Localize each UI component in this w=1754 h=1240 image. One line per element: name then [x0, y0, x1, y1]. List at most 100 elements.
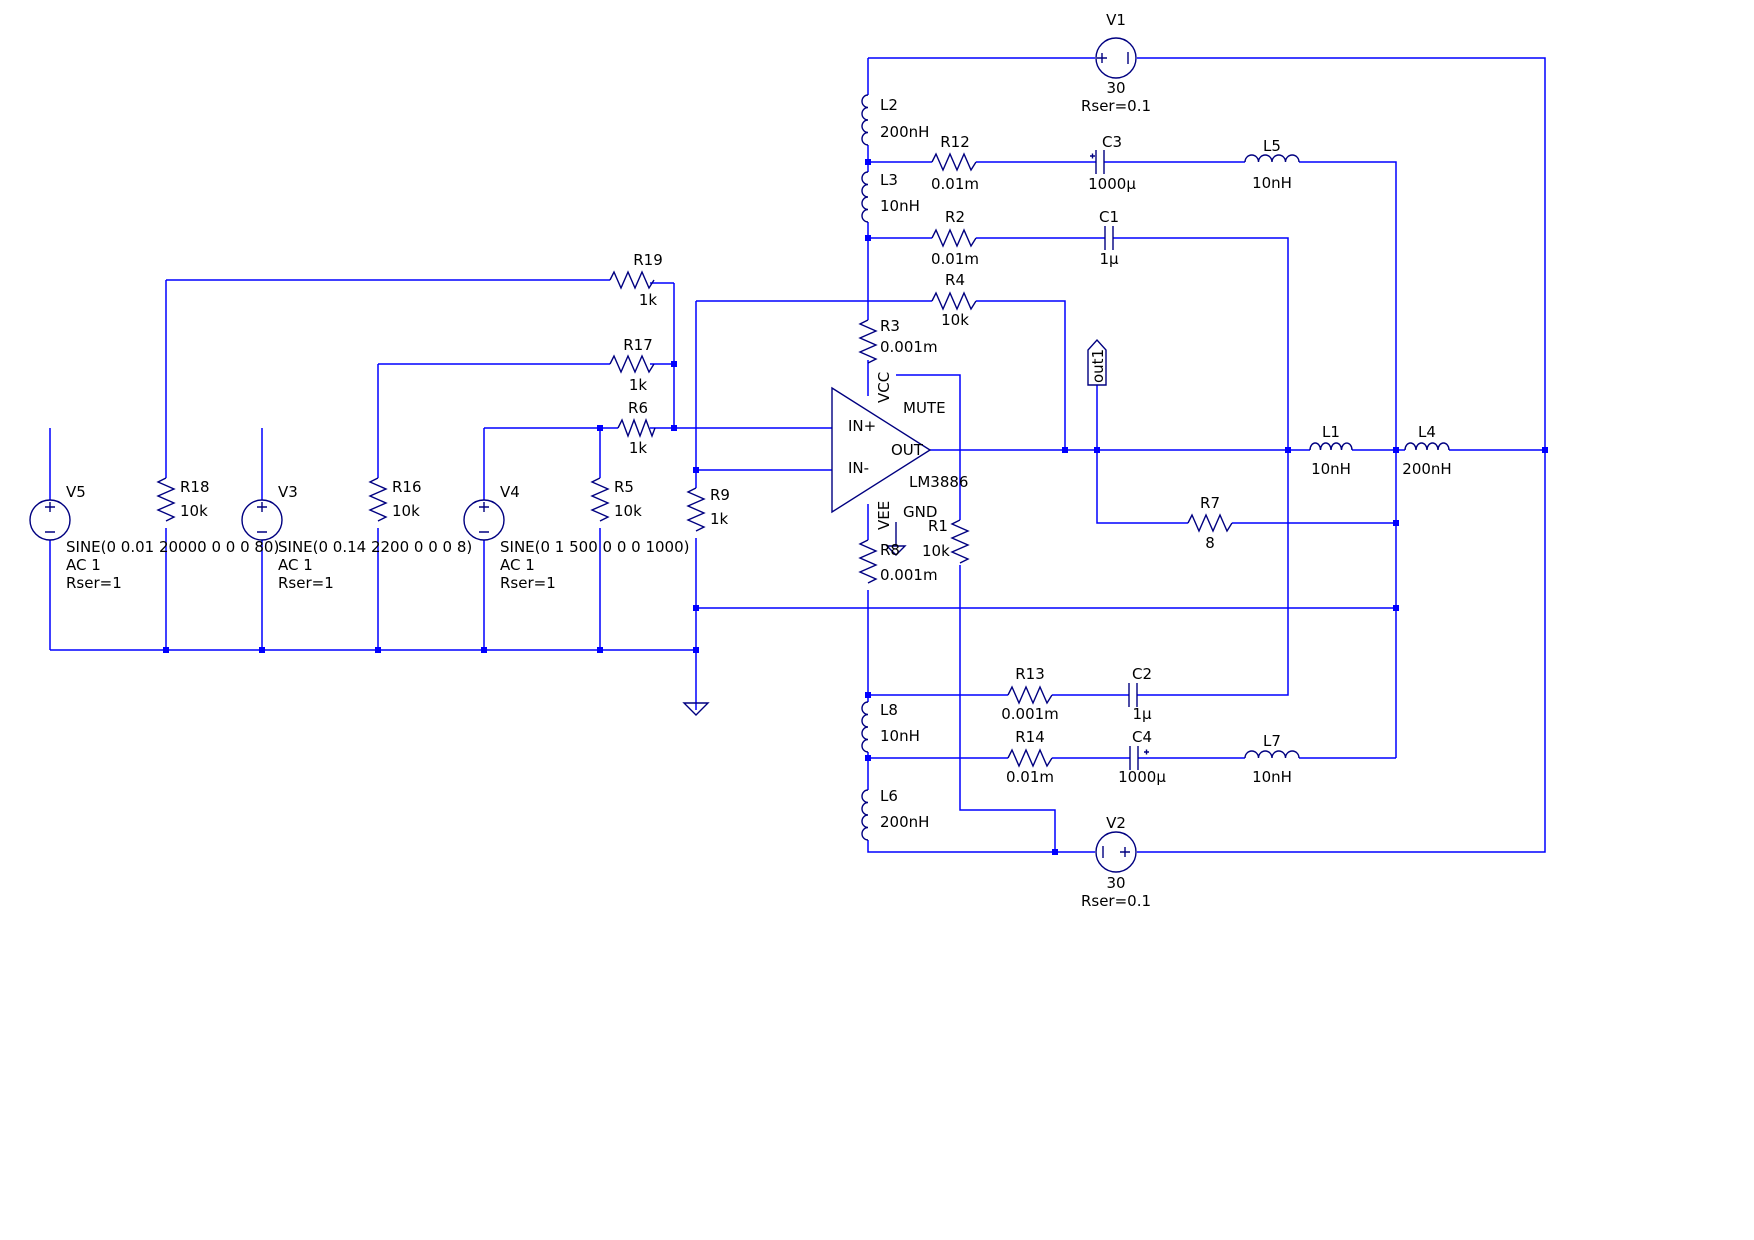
r12-value: 0.01m: [931, 175, 979, 193]
resistor-r14[interactable]: R14 0.01m: [1006, 728, 1054, 786]
resistor-r17[interactable]: R17 1k: [609, 336, 655, 394]
pin-gnd: GND: [903, 503, 937, 521]
voltage-source-v1[interactable]: V1 30 Rser=0.1: [1081, 11, 1151, 115]
r13-name: R13: [1015, 665, 1045, 683]
ground-symbol: [682, 702, 710, 716]
resistor-r7[interactable]: R7 8: [1187, 494, 1233, 552]
v5-rser: Rser=1: [66, 574, 122, 592]
resistor-r3[interactable]: R3 0.001m: [858, 317, 938, 364]
voltage-source-v4[interactable]: V4 SINE(0 1 500 0 0 0 1000) AC 1 Rser=1: [463, 483, 689, 592]
v1-value: 30: [1106, 79, 1125, 97]
capacitor-c4[interactable]: C4 1000µ: [1118, 728, 1166, 786]
r5-name: R5: [614, 478, 634, 496]
inductor-l3[interactable]: L3 10nH: [861, 171, 920, 223]
r4-value: 10k: [941, 311, 969, 329]
resistor-r4[interactable]: R4 10k: [931, 271, 977, 329]
inductor-l7[interactable]: L7 10nH: [1244, 732, 1300, 786]
r3-value: 0.001m: [880, 338, 938, 356]
c2-value: 1µ: [1132, 705, 1152, 723]
pin-vcc: VCC: [875, 372, 893, 403]
r2-name: R2: [945, 208, 965, 226]
resistor-r12[interactable]: R12 0.01m: [931, 133, 979, 193]
voltage-source-v5[interactable]: V5 SINE(0 0.01 20000 0 0 0 80) AC 1 Rser…: [29, 483, 279, 592]
voltage-source-v3[interactable]: V3 SINE(0 0.14 2200 0 0 0 8) AC 1 Rser=1: [241, 483, 472, 592]
r8-value: 0.001m: [880, 566, 938, 584]
capacitor-c2[interactable]: C2 1µ: [1128, 665, 1152, 723]
r13-value: 0.001m: [1001, 705, 1059, 723]
r9-name: R9: [710, 486, 730, 504]
l4-name: L4: [1418, 423, 1436, 441]
resistor-r8[interactable]: R8 0.001m: [858, 539, 938, 584]
l7-name: L7: [1263, 732, 1281, 750]
r4-name: R4: [945, 271, 965, 289]
v5-ac: AC 1: [66, 556, 101, 574]
voltage-source-v2[interactable]: V2 30 Rser=0.1: [1081, 814, 1151, 910]
v3-rser: Rser=1: [278, 574, 334, 592]
l5-name: L5: [1263, 137, 1281, 155]
v1-rser: Rser=0.1: [1081, 97, 1151, 115]
c2-name: C2: [1132, 665, 1152, 683]
v4-name: V4: [500, 483, 520, 501]
r2-value: 0.01m: [931, 250, 979, 268]
inductor-l4[interactable]: L4 200nH: [1402, 423, 1451, 478]
v2-rser: Rser=0.1: [1081, 892, 1151, 910]
capacitor-c3[interactable]: C3 1000µ: [1088, 133, 1136, 193]
l6-name: L6: [880, 787, 898, 805]
resistor-r2[interactable]: R2 0.01m: [931, 208, 979, 268]
r7-value: 8: [1205, 534, 1215, 552]
c1-value: 1µ: [1099, 250, 1119, 268]
l6-value: 200nH: [880, 813, 929, 831]
inductor-l2[interactable]: L2 200nH: [861, 94, 929, 146]
r16-value: 10k: [392, 502, 420, 520]
r19-value: 1k: [639, 291, 658, 309]
inductor-l5[interactable]: L5 10nH: [1244, 137, 1300, 192]
l8-name: L8: [880, 701, 898, 719]
net-label-out1[interactable]: out1: [1087, 338, 1107, 386]
opamp-lm3886[interactable]: IN+ IN- OUT MUTE GND LM3886 VCC VEE: [831, 372, 968, 556]
pin-in-plus: IN+: [848, 417, 876, 435]
c1-name: C1: [1099, 208, 1119, 226]
r14-name: R14: [1015, 728, 1045, 746]
l7-value: 10nH: [1252, 768, 1292, 786]
pin-mute: MUTE: [903, 399, 946, 417]
v3-name: V3: [278, 483, 298, 501]
net-label-text: out1: [1089, 349, 1107, 383]
r7-name: R7: [1200, 494, 1220, 512]
r18-value: 10k: [180, 502, 208, 520]
resistor-r9[interactable]: R9 1k: [686, 486, 730, 532]
r14-value: 0.01m: [1006, 768, 1054, 786]
v2-value: 30: [1106, 874, 1125, 892]
r5-value: 10k: [614, 502, 642, 520]
capacitor-c1[interactable]: C1 1µ: [1099, 208, 1119, 268]
r6-value: 1k: [629, 439, 648, 457]
l1-value: 10nH: [1311, 460, 1351, 478]
r6-name: R6: [628, 399, 648, 417]
l2-name: L2: [880, 96, 898, 114]
l5-value: 10nH: [1252, 174, 1292, 192]
resistor-r5[interactable]: R5 10k: [590, 477, 642, 522]
r17-value: 1k: [629, 376, 648, 394]
v3-value: SINE(0 0.14 2200 0 0 0 8): [278, 538, 472, 556]
r3-name: R3: [880, 317, 900, 335]
resistor-r19[interactable]: R19 1k: [609, 251, 663, 309]
resistor-r13[interactable]: R13 0.001m: [1001, 665, 1059, 723]
l3-name: L3: [880, 171, 898, 189]
wires: [49, 57, 1546, 853]
v4-rser: Rser=1: [500, 574, 556, 592]
resistor-r16[interactable]: R16 10k: [368, 477, 422, 522]
inductor-l8[interactable]: L8 10nH: [861, 701, 920, 753]
inductor-l1[interactable]: L1 10nH: [1309, 423, 1353, 478]
resistor-r18[interactable]: R18 10k: [156, 477, 210, 522]
l4-value: 200nH: [1402, 460, 1451, 478]
pin-in-minus: IN-: [848, 459, 869, 477]
r1-value: 10k: [922, 542, 950, 560]
resistor-r1[interactable]: R1 10k: [922, 517, 970, 564]
v4-ac: AC 1: [500, 556, 535, 574]
r16-name: R16: [392, 478, 422, 496]
v4-value: SINE(0 1 500 0 0 0 1000): [500, 538, 689, 556]
resistor-r6[interactable]: R6 1k: [617, 399, 656, 457]
c3-value: 1000µ: [1088, 175, 1136, 193]
inductor-l6[interactable]: L6 200nH: [861, 787, 929, 841]
r8-name: R8: [880, 541, 900, 559]
